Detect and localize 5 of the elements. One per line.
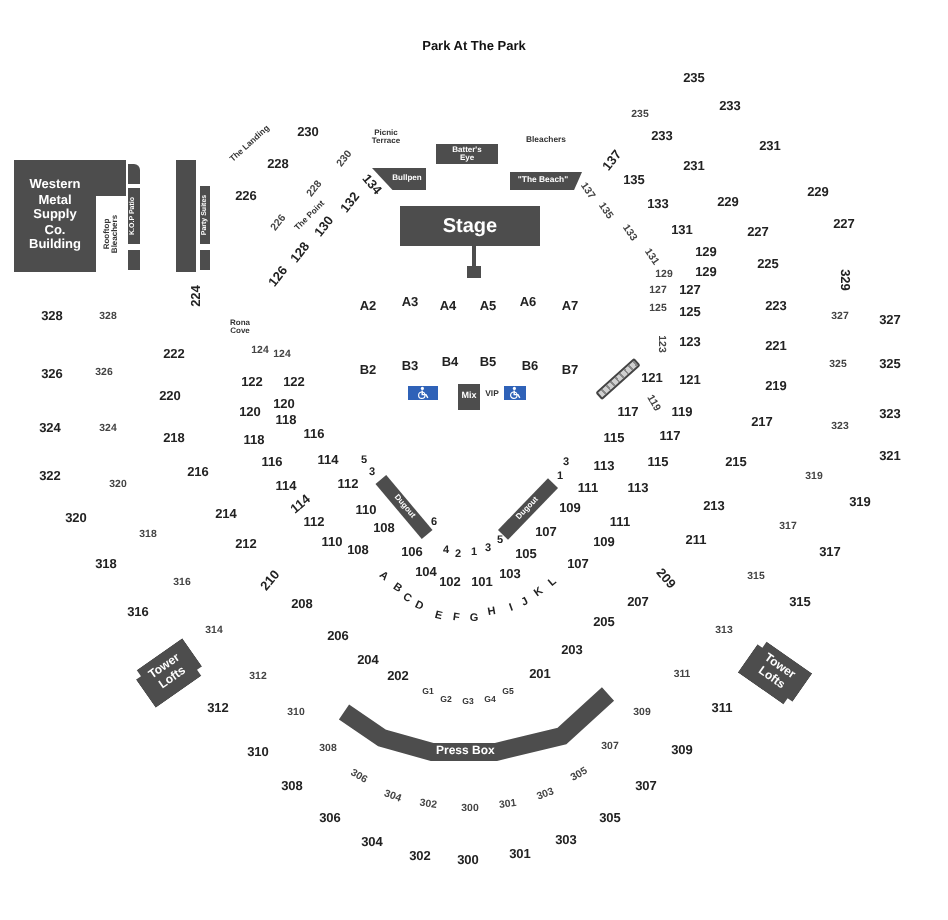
suite-block <box>176 160 196 272</box>
patio-block <box>128 250 140 270</box>
stage-block: Stage <box>400 206 540 246</box>
suite-block <box>200 250 210 270</box>
patio-block <box>128 164 140 184</box>
